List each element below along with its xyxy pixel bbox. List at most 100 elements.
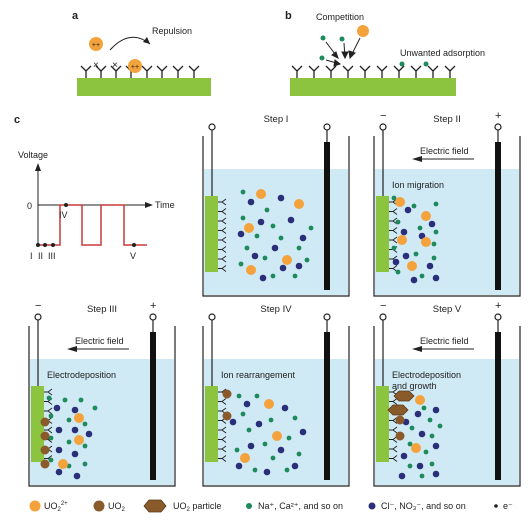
anion-3-2 xyxy=(71,406,79,414)
anion-4-7 xyxy=(277,446,285,454)
cation-3-2 xyxy=(62,397,68,403)
cation-4-12 xyxy=(252,467,258,473)
ligand-b-6 xyxy=(376,65,388,78)
cation-2-6 xyxy=(433,229,439,235)
cation-b5 xyxy=(423,61,429,67)
anion-4-8 xyxy=(235,462,243,470)
counter-electrode-5 xyxy=(495,332,501,480)
counter-terminal-3 xyxy=(149,313,157,321)
repulsion-label: Repulsion xyxy=(152,26,192,36)
ligand-row-b xyxy=(291,65,456,78)
electrode-ligand-5-8 xyxy=(389,455,398,462)
uranyl-1-1 xyxy=(256,189,266,199)
anion-3-9 xyxy=(85,430,93,438)
ligand-a-8 xyxy=(188,65,200,78)
cation-5-10 xyxy=(419,473,425,479)
legend-cation-swatch xyxy=(246,503,252,509)
cation-5-4 xyxy=(409,425,415,431)
uranyl-ion-a1 xyxy=(89,37,103,51)
electrode-ligand-3-1 xyxy=(44,388,53,396)
uo2-particle-5-2 xyxy=(387,404,409,416)
field-label-5: Electric field xyxy=(420,336,469,346)
anion-2-5 xyxy=(402,252,410,260)
anion-2-1 xyxy=(404,206,412,214)
step-cell-5: Step V−+Electric fieldElectrodepositiona… xyxy=(373,300,521,487)
ligand-b-7 xyxy=(393,65,405,78)
electrode-ligand-4-7 xyxy=(218,445,227,453)
waveform-marker-4: IV xyxy=(59,210,68,220)
cation-5-11 xyxy=(437,423,443,429)
working-terminal-3 xyxy=(34,313,42,321)
anion-1-1 xyxy=(247,198,255,206)
panel-b: Competition Unwanted adsorption xyxy=(290,12,485,96)
uranyl-4-2 xyxy=(272,431,282,441)
working-terminal-1 xyxy=(208,123,216,131)
anion-4-1 xyxy=(243,400,251,408)
cation-3-13 xyxy=(92,405,98,411)
ligand-b-1 xyxy=(291,65,303,78)
cation-5-2 xyxy=(421,405,427,411)
cation-2-11 xyxy=(419,273,425,279)
counter-electrode-2 xyxy=(495,142,501,290)
plus-sign-5: + xyxy=(495,300,501,312)
electrode-ligand-1-2 xyxy=(218,208,227,215)
anion-1-9 xyxy=(279,264,287,272)
electrode-ligand-1-7 xyxy=(218,255,227,263)
uo2-3-4 xyxy=(40,459,50,469)
anion-5-2 xyxy=(432,406,440,414)
anion-3-5 xyxy=(55,446,63,454)
ligand-a-1 xyxy=(80,65,92,78)
field-label-2: Electric field xyxy=(420,146,469,156)
process-label-5: Electrodeposition xyxy=(392,370,461,380)
cation-5-5 xyxy=(429,433,435,439)
legend-cation-label: Na⁺, Ca²⁺, and so on xyxy=(258,501,343,511)
waveform-marker-dot-4 xyxy=(64,203,68,207)
ligand-b-9 xyxy=(427,65,439,78)
counter-terminal-4 xyxy=(323,313,331,321)
cation-1-6 xyxy=(278,235,284,241)
cation-1-1 xyxy=(240,189,246,195)
electrode-ligand-5-2 xyxy=(389,398,398,405)
cross-mark-1: × xyxy=(93,60,99,71)
panel-letter-c: c xyxy=(14,114,20,126)
electrode-strip-b xyxy=(290,78,456,96)
ligand-a-6 xyxy=(156,65,168,78)
electrode-strip-a xyxy=(77,78,211,96)
anion-5-4 xyxy=(418,430,426,438)
cation-1-12 xyxy=(292,273,298,279)
process-label-line2-5: and growth xyxy=(392,381,437,391)
anion-2-2 xyxy=(428,220,436,228)
step-title-1: Step I xyxy=(264,114,289,125)
vessel-4 xyxy=(202,326,350,487)
electrode-ligand-4-6 xyxy=(218,436,227,443)
working-electrode-4 xyxy=(205,386,218,462)
legend-uo2-swatch xyxy=(93,500,105,512)
cation-2-3 xyxy=(433,201,439,207)
process-label-2: Ion migration xyxy=(392,180,444,190)
legend-anion-label: Cl⁻, NO₃⁻, and so on xyxy=(381,501,466,511)
uranyl-1-4 xyxy=(282,255,292,265)
waveform-marker-dot-1 xyxy=(36,243,40,247)
process-label-4: Ion rearrangement xyxy=(221,370,296,380)
anion-3-8 xyxy=(73,472,81,480)
cation-1-3 xyxy=(240,215,246,221)
cation-4-5 xyxy=(292,415,298,421)
anion-2-7 xyxy=(392,258,400,266)
cation-1-9 xyxy=(262,255,268,261)
cation-1-13 xyxy=(308,225,314,231)
working-electrode-1 xyxy=(205,196,218,272)
uranyl-charge-a2: ++ xyxy=(131,64,139,71)
uranyl-2-4 xyxy=(421,237,431,247)
cation-2-1 xyxy=(391,195,397,201)
ligand-a-7 xyxy=(172,65,184,78)
anion-3-3 xyxy=(55,426,63,434)
cation-2-8 xyxy=(413,251,419,257)
anion-4-2 xyxy=(281,404,289,412)
waveform-y-arrow xyxy=(35,163,41,171)
waveform-x-label: Time xyxy=(155,200,175,210)
cation-3-9 xyxy=(82,443,88,449)
waveform-trace xyxy=(38,204,147,246)
